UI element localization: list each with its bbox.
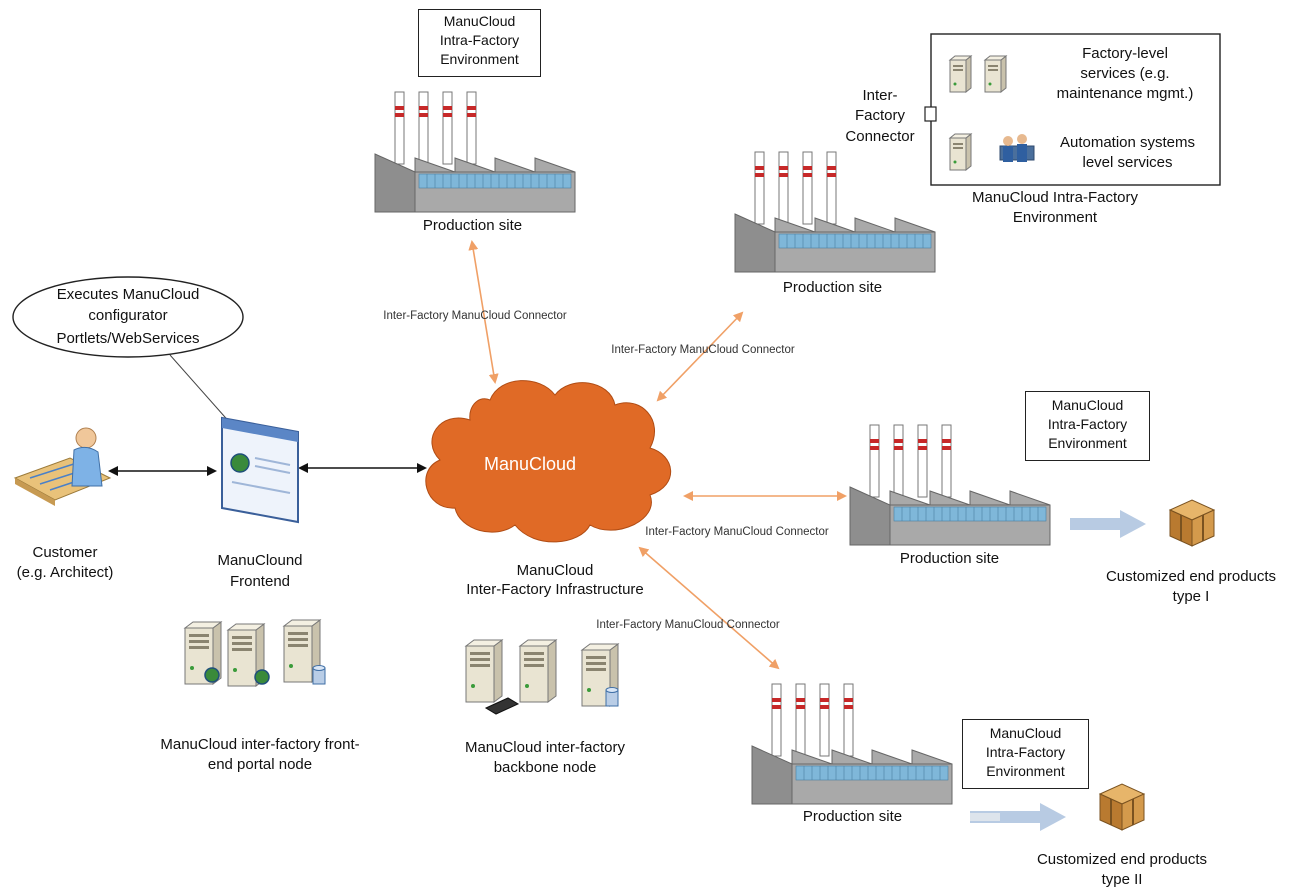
factory-right	[849, 424, 1051, 546]
env-box-line2: Intra-Factory	[985, 744, 1066, 760]
automation-line2: level services	[1082, 154, 1173, 171]
frontend-node-label-line1: ManuCloud inter-factory front-	[160, 736, 360, 753]
automation-line1: Automation systems	[1059, 134, 1196, 151]
products-type2-line1: Customized end products	[1036, 851, 1208, 868]
database-icon	[605, 687, 619, 707]
automation-server-icon	[949, 133, 972, 171]
customer-label-line1: Customer	[32, 544, 98, 561]
connector-port	[924, 106, 937, 122]
factory-top	[374, 91, 576, 213]
env-box-line2: Intra-Factory	[439, 32, 520, 48]
connector-label-lower-right: Inter-Factory ManuCloud Connector	[596, 619, 780, 631]
backbone-node-label-line1: ManuCloud inter-factory	[464, 739, 626, 756]
customer-label-line2: (e.g. Architect)	[16, 564, 114, 581]
factory-upper-right	[734, 151, 936, 273]
env-box-right: ManuCloud Intra-Factory Environment	[1025, 391, 1150, 461]
production-site-label-right: Production site	[899, 550, 1000, 567]
database-icon	[312, 665, 326, 685]
flow-arrow-type-1	[1070, 510, 1146, 538]
connector-arrow-lower-right	[638, 546, 780, 670]
env-box-top: ManuCloud Intra-Factory Environment	[418, 9, 541, 77]
infra-label-line2: Inter-Factory Infrastructure	[466, 581, 644, 598]
product-box-icon	[1099, 783, 1145, 831]
oval-text-line1: Executes ManuCloud	[56, 286, 200, 303]
env-box-line3: Environment	[1048, 435, 1127, 451]
detail-env-line1: ManuCloud Intra-Factory	[972, 189, 1138, 206]
factory-service-server-icon	[984, 55, 1007, 93]
factory-service-server-icon	[949, 55, 972, 93]
inter-factory-connector-line1: Inter-	[862, 87, 898, 104]
factory-services-line2: services (e.g.	[1080, 65, 1170, 82]
oval-text-line2: configurator	[88, 307, 168, 324]
env-box-bottom: ManuCloud Intra-Factory Environment	[962, 719, 1089, 789]
env-box-line3: Environment	[986, 763, 1065, 779]
factory-services-line1: Factory-level	[1082, 45, 1168, 62]
inter-factory-connector-line2: Factory	[854, 107, 905, 124]
executes-oval	[12, 276, 244, 358]
production-site-label-bottom-right: Production site	[802, 808, 903, 825]
products-type1-line2: type I	[1172, 588, 1210, 605]
manucloud-cloud	[425, 380, 672, 543]
backbone-node-label-line2: backbone node	[493, 759, 597, 776]
keyboard-icon	[484, 697, 520, 715]
automation-workers-icon	[999, 134, 1035, 162]
flow-arrow-type-2	[970, 803, 1066, 831]
frontend-node-label-line2: end portal node	[207, 756, 313, 773]
connector-label-upper-right: Inter-Factory ManuCloud Connector	[611, 344, 795, 356]
globe-icon	[204, 667, 220, 683]
production-site-label-top: Production site	[422, 217, 523, 234]
frontend-label-line2: Frontend	[229, 573, 291, 590]
frontend-label-line1: ManuClound	[217, 552, 303, 569]
detail-env-line2: Environment	[1012, 209, 1098, 226]
product-box-icon	[1169, 499, 1215, 547]
infra-label-line1: ManuCloud	[516, 562, 594, 579]
connector-label-right: Inter-Factory ManuCloud Connector	[645, 526, 829, 538]
env-box-line2: Intra-Factory	[1047, 416, 1128, 432]
backbone-server-icon	[465, 639, 503, 703]
connector-label-top: Inter-Factory ManuCloud Connector	[383, 310, 567, 322]
globe-icon	[254, 669, 270, 685]
env-box-line1: ManuCloud	[989, 725, 1062, 741]
products-type1-line1: Customized end products	[1105, 568, 1277, 585]
inter-factory-connector-line3: Connector	[845, 128, 915, 145]
frontend-browser-icon	[221, 416, 299, 524]
products-type2-line2: type II	[1101, 871, 1143, 888]
production-site-label-upper-right: Production site	[782, 279, 883, 296]
factory-services-line3: maintenance mgmt.)	[1056, 85, 1194, 102]
connector-arrow-top	[468, 240, 499, 384]
intra-factory-detail-box	[930, 33, 1221, 186]
connector-arrow-upper-right	[656, 311, 744, 402]
env-box-line1: ManuCloud	[443, 13, 516, 29]
env-box-line3: Environment	[440, 51, 519, 67]
customer-architect-icon	[13, 427, 112, 506]
oval-text-line3: Portlets/WebServices	[56, 330, 200, 347]
oval-leader-line	[169, 354, 233, 426]
cloud-label: ManuCloud	[483, 454, 577, 474]
factory-bottom-right	[751, 683, 953, 805]
env-box-line1: ManuCloud	[1051, 397, 1124, 413]
backbone-server-icon	[519, 639, 557, 703]
